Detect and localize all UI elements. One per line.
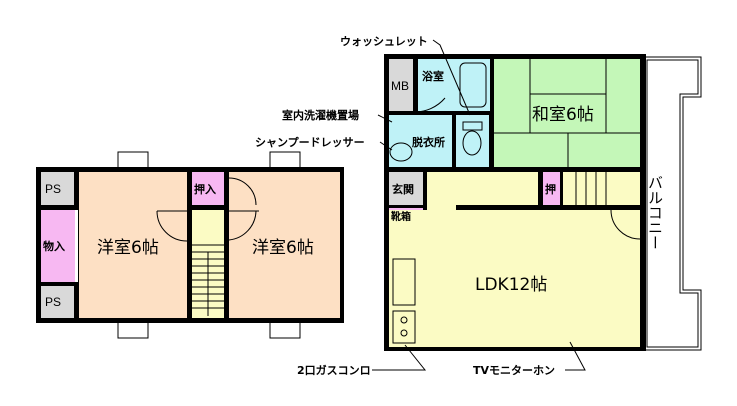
left-unit: PS 物入 PS 洋室6帖 押入 洋室6帖 <box>36 151 344 339</box>
shoe-box-label: 靴箱 <box>391 210 411 223</box>
bathroom-label: 浴室 <box>422 69 444 83</box>
toilet <box>456 115 489 167</box>
balcony-label: バルコニー <box>646 175 664 250</box>
western-room-left-label: 洋室6帖 <box>97 238 159 258</box>
window <box>117 320 149 339</box>
gas-stove-annotation: 2口ガスコンロ <box>297 363 371 377</box>
shampoo-dresser-annotation: シャンプードレッサー <box>255 135 365 149</box>
ps-top-label: PS <box>45 182 61 196</box>
window <box>117 151 149 170</box>
window <box>269 151 301 170</box>
laundry-annotation: 室内洗濯機置場 <box>282 108 359 122</box>
window <box>269 320 301 339</box>
closet-right <box>543 172 560 205</box>
entrance-label: 玄関 <box>392 182 414 196</box>
storage-label: 物入 <box>43 239 65 253</box>
japanese-room-label: 和室6帖 <box>532 105 594 125</box>
western-room-left <box>79 172 187 318</box>
gas-stove <box>392 310 416 344</box>
balcony <box>644 56 702 351</box>
ps-bottom <box>41 286 74 318</box>
mb <box>389 59 413 111</box>
right-unit: MB 浴室 和室6帖 脱衣所 玄関 靴箱 押 LDK12帖 <box>384 54 646 351</box>
hallway <box>427 172 538 205</box>
ps-bottom-label: PS <box>45 295 61 309</box>
stairs-right <box>563 172 640 205</box>
dressing-room-label: 脱衣所 <box>412 135 445 149</box>
entrance <box>389 172 423 205</box>
closet <box>192 172 224 205</box>
bathroom <box>418 59 490 111</box>
dressing-room <box>389 115 452 167</box>
ldk-label: LDK12帖 <box>475 275 547 295</box>
western-room-right-label: 洋室6帖 <box>252 238 314 258</box>
storage <box>41 210 75 282</box>
sink <box>392 258 416 306</box>
ps-top <box>41 172 74 205</box>
mb-label: MB <box>391 79 409 93</box>
tv-monitor-annotation: TVモニターホン <box>473 364 555 377</box>
washlet-annotation: ウォッシュレット <box>340 35 428 48</box>
ldk <box>389 210 640 347</box>
western-room-right <box>229 172 340 318</box>
closet-label: 押入 <box>194 182 216 196</box>
japanese-room <box>494 59 640 167</box>
closet-right-label: 押 <box>545 182 556 196</box>
